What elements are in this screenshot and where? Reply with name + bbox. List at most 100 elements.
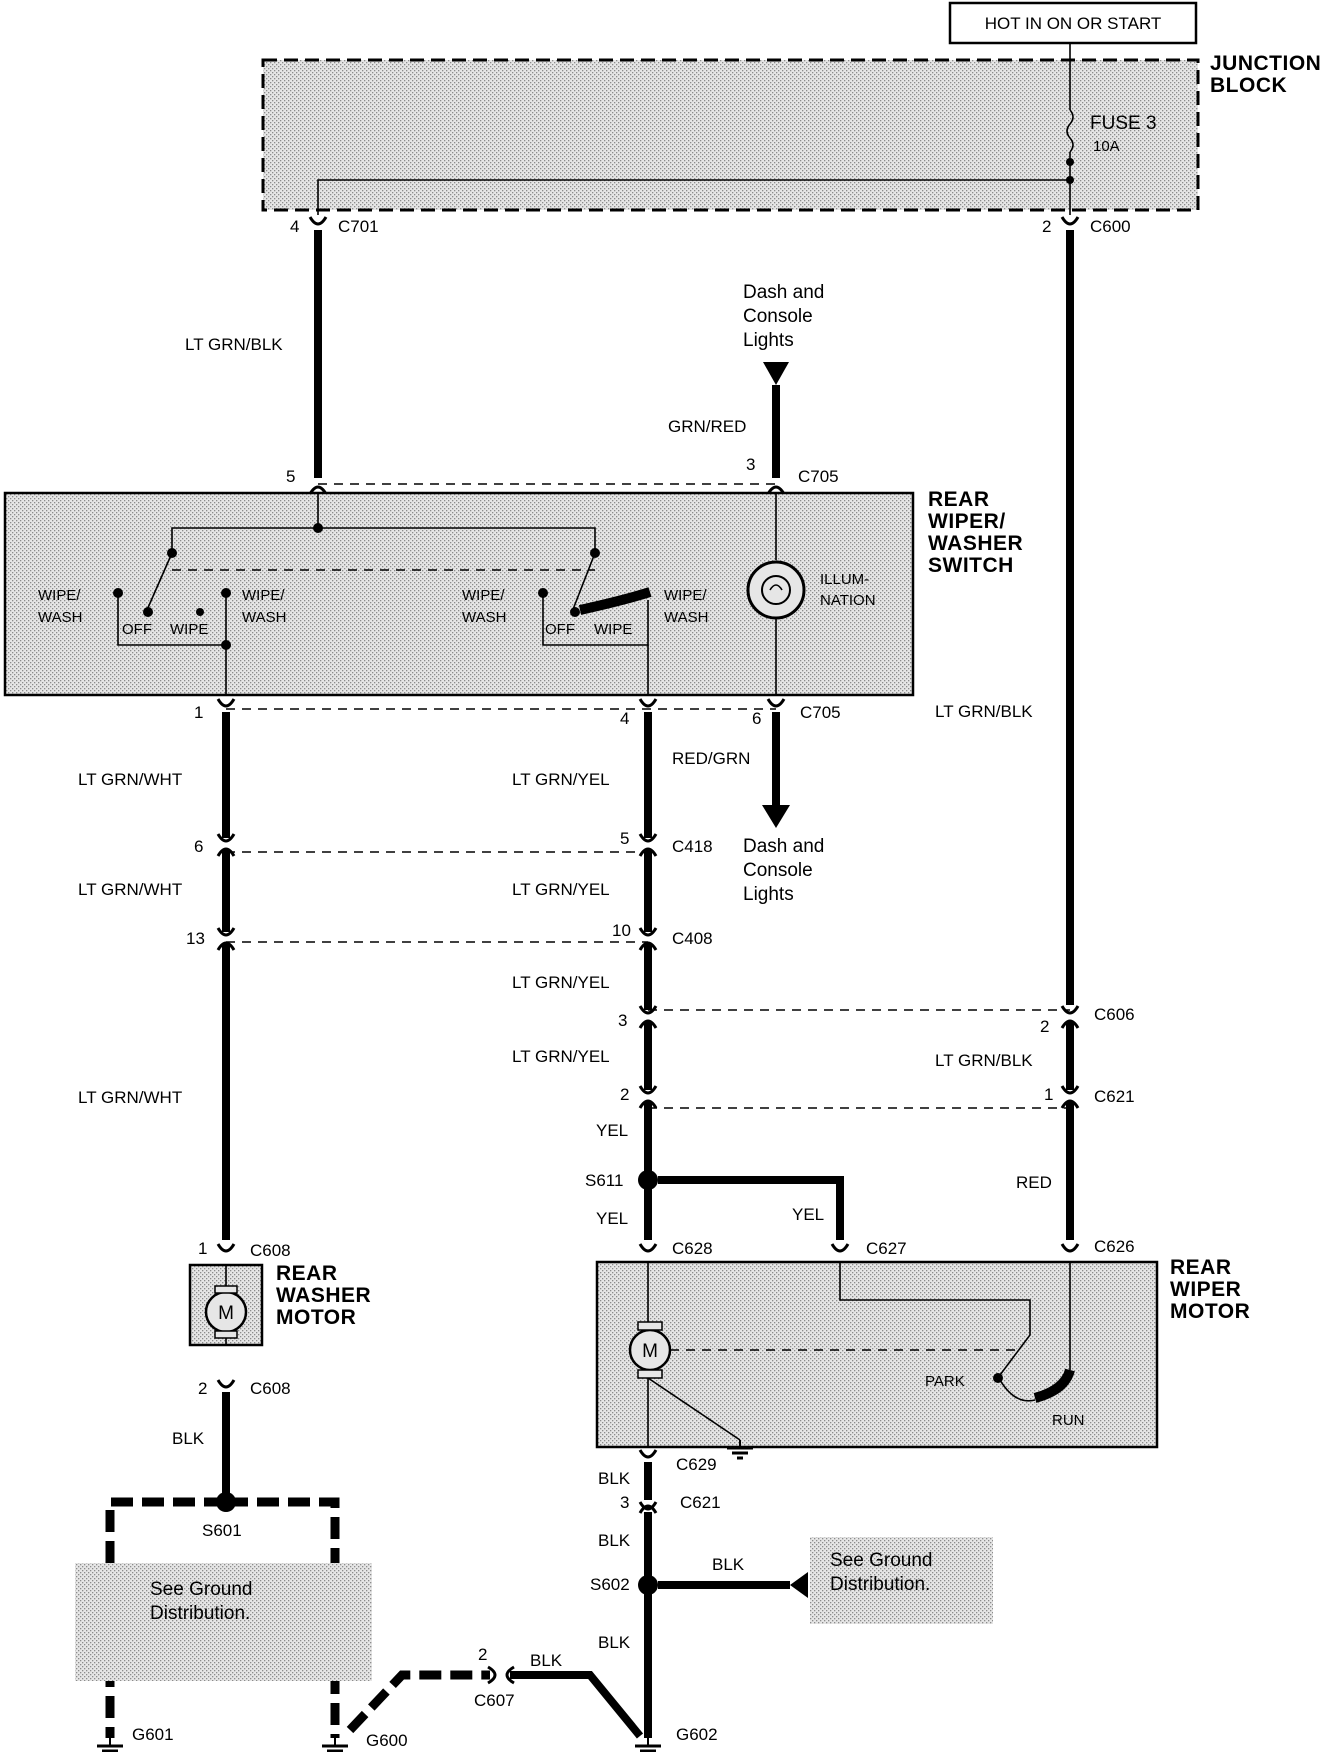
ground-g600: G600 — [366, 1731, 408, 1750]
ground-g602: G602 — [676, 1725, 718, 1744]
wire-label-lt-grn-blk-1: LT GRN/BLK — [185, 335, 283, 354]
power-label: HOT IN ON OR START — [985, 14, 1162, 33]
c705-pin5: 5 — [286, 467, 295, 486]
wire-label-red-grn: RED/GRN — [672, 749, 750, 768]
washer-motor-m: M — [218, 1303, 234, 1324]
ground-note-left-1: See Ground — [150, 1579, 252, 1600]
c621-pin3: 3 — [620, 1493, 629, 1512]
switch-title-3: WASHER — [928, 532, 1023, 555]
c629-label: C629 — [676, 1455, 717, 1474]
splice-s601: S601 — [202, 1521, 242, 1540]
c408-pin10: 10 — [612, 921, 631, 940]
dash-lights-top-2: Console — [743, 306, 813, 327]
c626-label: C626 — [1094, 1237, 1135, 1256]
wire-label-lt-grn-wht-1: LT GRN/WHT — [78, 770, 182, 789]
c628-label: C628 — [672, 1239, 713, 1258]
switch-left-wipe: WIPE — [170, 621, 208, 638]
wire-label-yel-1: YEL — [596, 1121, 628, 1140]
ground-note-left: See Ground Distribution. — [75, 1563, 372, 1681]
wire-label-red: RED — [1016, 1173, 1052, 1192]
junction-block-title-2: BLOCK — [1210, 74, 1287, 97]
c621-label: C621 — [1094, 1087, 1135, 1106]
wire-label-blk-4: BLK — [598, 1633, 631, 1652]
c418-pin5: 5 — [620, 829, 629, 848]
switch-right-wipe: WIPE — [594, 621, 632, 638]
wire-label-blk-5: BLK — [172, 1429, 205, 1448]
wire-label-blk-6: BLK — [530, 1651, 563, 1670]
washer-motor-title-3: MOTOR — [276, 1306, 356, 1329]
power-source-box: HOT IN ON OR START — [948, 1, 1198, 45]
wiper-motor-m: M — [642, 1341, 658, 1362]
wire-label-yel-2: YEL — [596, 1209, 628, 1228]
c705-pin4: 4 — [620, 709, 629, 728]
illumination-label-1: ILLUM- — [820, 571, 869, 588]
switch-left-wipe-wash-1: WIPE/ — [38, 587, 81, 604]
switch-left-wipe-wash-2: WASH — [38, 609, 82, 626]
wire-label-lt-grn-wht-3: LT GRN/WHT — [78, 1088, 182, 1107]
fuse-icon — [1066, 109, 1074, 153]
switch-title-1: REAR — [928, 488, 990, 511]
rear-wiper-motor: M PARK RUN REAR WIPER MOTOR — [595, 1256, 1250, 1449]
c608-pin2: 2 — [198, 1379, 207, 1398]
ground-note-right-2: Distribution. — [830, 1574, 930, 1595]
wire-label-lt-grn-yel-4: LT GRN/YEL — [512, 1047, 610, 1066]
c701-label: C701 — [338, 217, 379, 236]
c607-pin: 2 — [478, 1645, 487, 1664]
c705-pin3: 3 — [746, 455, 755, 474]
dash-lights-bottom-2: Console — [743, 860, 813, 881]
c621-pin2: 2 — [620, 1085, 629, 1104]
switch-right-off: OFF — [545, 621, 575, 638]
c408-label: C408 — [672, 929, 713, 948]
wiper-motor-title-3: MOTOR — [1170, 1300, 1250, 1323]
illumination-label-2: NATION — [820, 592, 876, 609]
switch-title-2: WIPER/ — [928, 510, 1006, 533]
ground-note-left-2: Distribution. — [150, 1603, 250, 1624]
fuse-label: FUSE 3 — [1090, 113, 1157, 134]
c705-label-top: C705 — [798, 467, 839, 486]
wire-label-blk-1: BLK — [598, 1469, 631, 1488]
wiper-motor-title-2: WIPER — [1170, 1278, 1241, 1301]
c600-pin: 2 — [1042, 217, 1051, 236]
c705-pin6: 6 — [752, 709, 761, 728]
washer-motor-title-1: REAR — [276, 1262, 338, 1285]
wire-label-blk-2: BLK — [598, 1531, 631, 1550]
c608-label-bottom: C608 — [250, 1379, 291, 1398]
c608-pin1: 1 — [198, 1239, 207, 1258]
ground-g601: G601 — [132, 1725, 174, 1744]
c621-pin1: 1 — [1044, 1085, 1053, 1104]
c608-label-top: C608 — [250, 1241, 291, 1260]
wiper-motor-title-1: REAR — [1170, 1256, 1232, 1279]
splice-s611: S611 — [585, 1171, 623, 1190]
c705-pin1: 1 — [194, 703, 203, 722]
c600-label: C600 — [1090, 217, 1131, 236]
c701-pin: 4 — [290, 217, 299, 236]
switch-left-off: OFF — [122, 621, 152, 638]
wire-label-blk-3: BLK — [712, 1555, 745, 1574]
c408-pin13: 13 — [186, 929, 205, 948]
wire-label-lt-grn-yel-2: LT GRN/YEL — [512, 880, 610, 899]
dash-lights-top-3: Lights — [743, 330, 794, 351]
switch-title-4: SWITCH — [928, 554, 1014, 577]
wire-label-lt-grn-yel-3: LT GRN/YEL — [512, 973, 610, 992]
c705-label-bottom: C705 — [800, 703, 841, 722]
junction-block-title-1: JUNCTION — [1210, 52, 1321, 75]
fuse-rating: 10A — [1093, 138, 1120, 155]
ground-note-right: See Ground Distribution. — [810, 1537, 993, 1624]
c607-label: C607 — [474, 1691, 515, 1710]
wire-label-yel-3: YEL — [792, 1205, 824, 1224]
splice-s602: S602 — [590, 1575, 630, 1594]
switch-right-wipe-wash-3: WIPE/ — [664, 587, 707, 604]
wiper-motor-run: RUN — [1052, 1412, 1085, 1429]
switch-right-wipe-wash-4: WASH — [664, 609, 708, 626]
switch-left-wipe-wash-3: WIPE/ — [242, 587, 285, 604]
rear-washer-motor: M REAR WASHER MOTOR — [188, 1262, 371, 1347]
c627-label: C627 — [866, 1239, 907, 1258]
c606-label: C606 — [1094, 1005, 1135, 1024]
dash-lights-top-1: Dash and — [743, 282, 824, 303]
wire-label-grn-red: GRN/RED — [668, 417, 746, 436]
junction-block: FUSE 3 10A JUNCTION BLOCK — [261, 43, 1321, 215]
c621-label-2: C621 — [680, 1493, 721, 1512]
arrow-from-dash-lights — [763, 362, 789, 385]
switch-left-wipe-wash-4: WASH — [242, 609, 286, 626]
